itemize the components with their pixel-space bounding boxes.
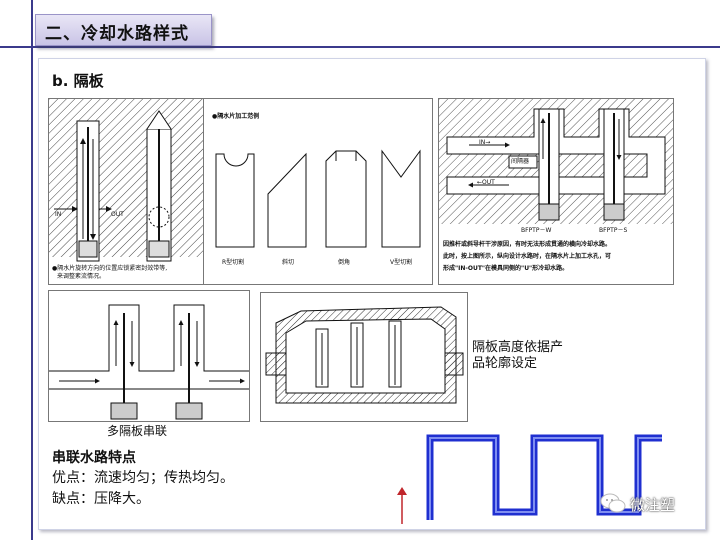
serpentine-circuit-diagram [426,434,662,520]
fig1-caption-line2: 来调整紊流情况。 [57,273,106,280]
red-up-arrow-icon [397,487,407,524]
baffle-shapes-drawing [215,149,421,248]
fig3-bfptp-w: BFPTP－W [521,227,552,234]
cut-label-r: R型切割 [222,259,245,266]
fig3-note-line2: 此时，按上图所示，纵向设计水路时，在隔水片上加工水孔，可 [443,253,612,260]
fig1-in-label: IN [55,211,62,218]
fig1-caption-line1: ●隔水片旋转方向的位置应锁紧密封效带等, [52,265,168,272]
cut-label-v: V型切割 [390,259,413,266]
wechat-logo-icon [600,492,626,514]
series-heading: 串联水路特点 [52,450,136,466]
slide-title: 二、冷却水路样式 [45,24,189,44]
multi-baffle-drawing [49,304,249,420]
series-pros: 优点：流速均匀；传热均匀。 [52,470,234,486]
fig3-in-label: IN→ [479,139,491,146]
fig5-label-line1: 隔板高度依据产 [472,340,564,355]
series-cons: 缺点：压降大。 [52,491,150,507]
fig4-caption: 多隔板串联 [107,424,168,438]
u-circuit-drawing [439,99,673,224]
figure-multi-baffle: 多隔板串联 [48,290,250,438]
fig3-note-line3: 形成"IN-OUT"在模具同侧的"U"形冷却水路。 [443,265,569,272]
fig3-out-label: ←OUT [477,179,495,186]
fig1-out-label: OUT [111,211,124,218]
fig2-heading: ●隔水片加工范例 [212,113,260,120]
left-vertical-rule [31,0,33,540]
figure-mold-section [260,292,468,422]
section-subtitle: b. 隔板 [52,72,104,90]
fig3-bfptp-s: BFPTP－S [599,227,628,234]
fig3-note-line1: 因推杆或斜导杆干涉原因，有时无法形成贯通的横向冷却水路。 [443,241,612,248]
figure-baffle-section: IN OUT ●隔水片旋转方向的位置应锁紧密封效带等, 来调整紊流情况。 [48,98,205,285]
watermark-text: 微注塑 [630,496,676,514]
title-bar [35,14,212,46]
figure-baffle-machining: ●隔水片加工范例 R型切割 斜切 倒角 V型切割 [203,98,433,285]
cut-label-diagonal: 斜切 [282,259,295,266]
fig3-part-label: 间隔器 [511,158,530,165]
figure-u-circuit: IN→ ←OUT 间隔器 BFPTP－W BFPTP－S 因推杆或斜导杆干涉原因… [438,98,674,285]
cut-label-chamfer: 倒角 [338,259,351,266]
fig5-label-line2: 品轮廓设定 [472,356,538,371]
baffle-section-drawing [49,99,204,262]
mold-section-drawing [261,293,467,421]
top-horizontal-rule [0,46,720,48]
